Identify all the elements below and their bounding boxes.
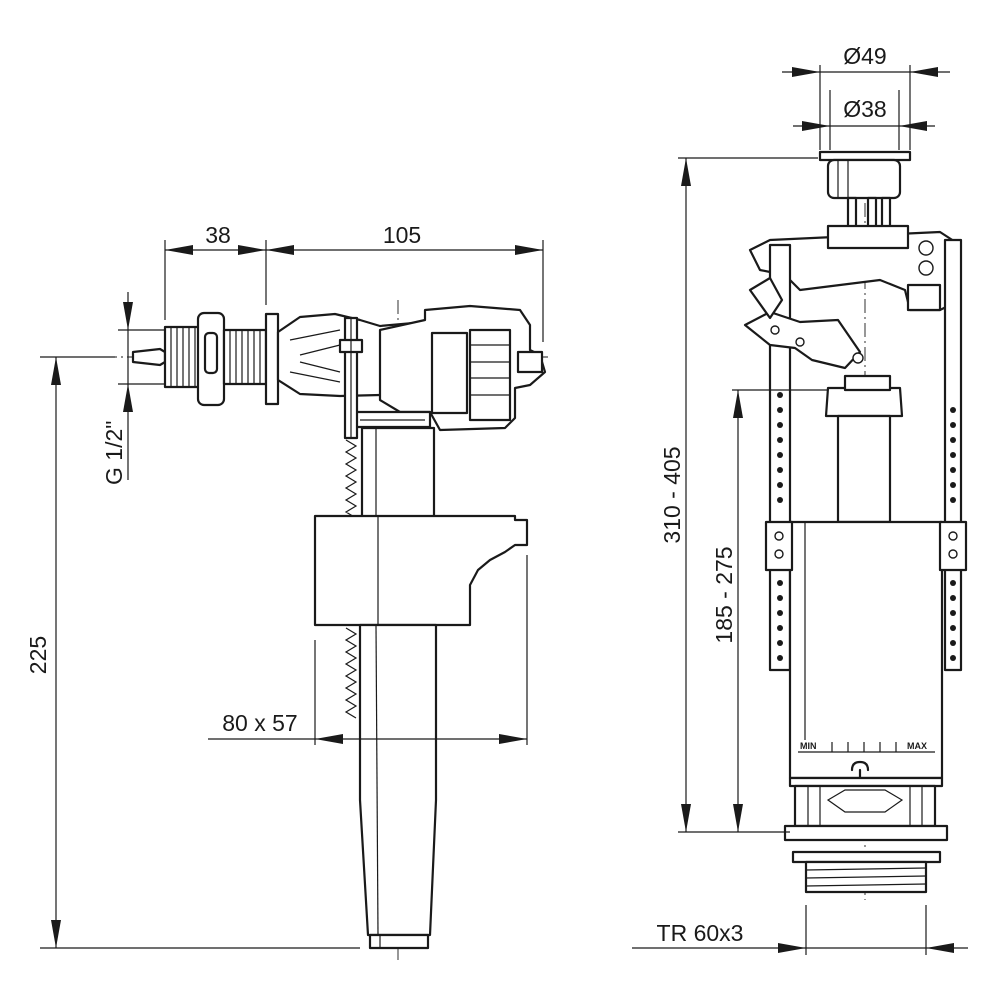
dim-label-105: 105 — [383, 222, 421, 248]
rail-holes-right — [950, 407, 956, 661]
dim-overflow-height: 185 - 275 — [711, 389, 828, 832]
dim-total-height: 310 - 405 — [659, 157, 818, 833]
dim-label-225: 225 — [25, 636, 51, 674]
scale-min: MIN — [800, 741, 817, 751]
dim-label-phi49: Ø49 — [843, 43, 886, 69]
dim-label-tr60x3: TR 60x3 — [657, 920, 744, 946]
seal-ring — [783, 824, 949, 842]
push-button — [818, 150, 912, 162]
dim-label-310-405: 310 - 405 — [659, 446, 685, 543]
dim-label-38: 38 — [205, 222, 231, 248]
lower-cage — [793, 784, 937, 828]
dim-label-phi38: Ø38 — [843, 96, 886, 122]
float-cup — [824, 386, 904, 418]
dim-phi49: Ø49 — [782, 43, 950, 150]
dim-thread: TR 60x3 — [632, 905, 968, 955]
overflow-tube — [836, 414, 892, 524]
riser-tube — [360, 426, 436, 520]
dim-label-80x57: 80 x 57 — [222, 710, 297, 736]
dim-105: 105 — [266, 222, 544, 342]
flange-washer — [264, 312, 280, 406]
dim-inlet-thread: G 1/2" — [101, 292, 165, 485]
dim-float: 80 x 57 — [208, 555, 528, 745]
dim-38: 38 — [164, 222, 267, 320]
head-cap — [430, 331, 469, 415]
rail-holes-left — [777, 392, 783, 661]
dim-label-185-275: 185 - 275 — [711, 546, 737, 643]
inlet-nipple — [131, 347, 167, 367]
dim-label-g12: G 1/2" — [101, 421, 127, 485]
main-cylinder — [788, 520, 944, 780]
float-box — [313, 514, 529, 627]
spring-coil — [344, 439, 358, 519]
fill-valve: 38 105 G 1/2" 225 — [25, 222, 548, 960]
dim-phi38: Ø38 — [793, 90, 935, 150]
dim-225: 225 — [25, 356, 360, 949]
flush-valve: MIN MAX Ø49 — [632, 43, 968, 955]
scale-max: MAX — [907, 741, 927, 751]
